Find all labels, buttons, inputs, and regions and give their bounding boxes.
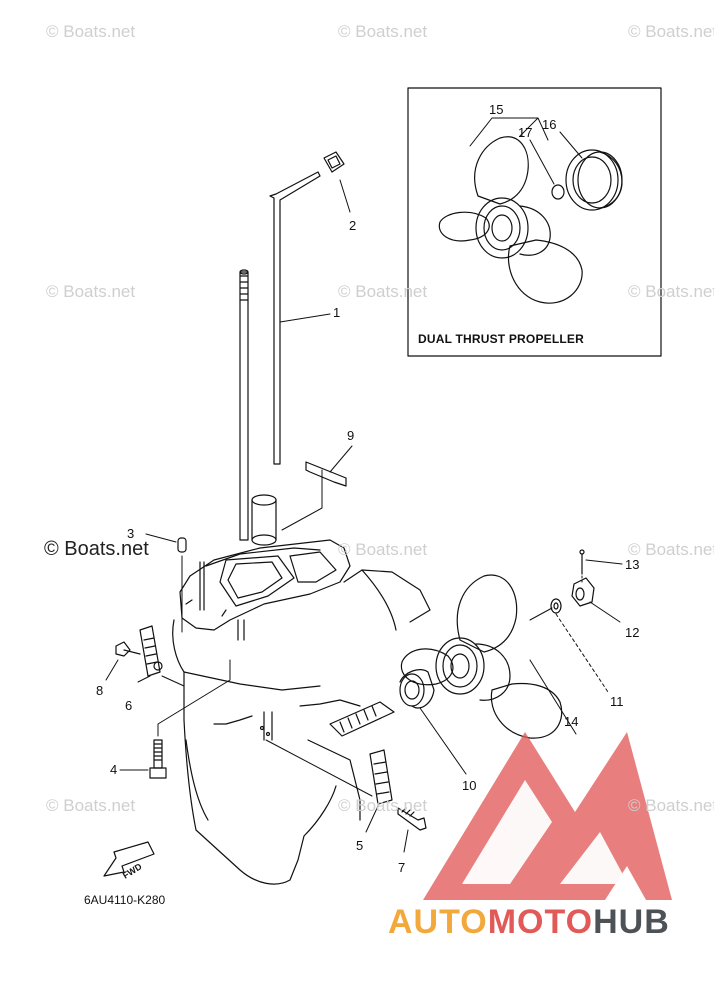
callout-5: 5	[356, 838, 364, 853]
diagram-code: 6AU4110-K280	[84, 893, 166, 907]
propeller-shaft	[329, 701, 395, 737]
bolt-4	[149, 739, 167, 779]
watermark: © Boats.net	[628, 282, 714, 301]
bolt-8	[115, 641, 141, 657]
dowel-pin	[177, 537, 187, 553]
inset-propeller	[438, 136, 583, 304]
lower-casing	[172, 539, 431, 885]
callout-11: 11	[610, 694, 624, 709]
callout-15: 15	[489, 102, 504, 117]
screw-7	[397, 807, 427, 831]
cotter-pin	[579, 549, 585, 575]
fwd-arrow	[103, 841, 155, 877]
callout-8: 8	[96, 683, 104, 698]
watermark: © Boats.net	[338, 22, 428, 41]
watermark: © Boats.net	[628, 22, 714, 41]
callout-9: 9	[347, 428, 355, 443]
seal-9	[305, 461, 347, 487]
drive-shaft	[239, 269, 249, 541]
brand-part-moto: MOTO	[487, 903, 594, 941]
callout-6: 6	[125, 698, 133, 713]
callout-10: 10	[462, 778, 477, 793]
nut-12	[571, 577, 595, 607]
callout-12: 12	[625, 625, 640, 640]
callout-4: 4	[110, 762, 118, 777]
watermark: © Boats.net	[338, 796, 428, 815]
watermark: © Boats.net	[338, 282, 428, 301]
automotohub-wordmark: AUTOMOTOHUB	[388, 903, 670, 942]
watermark: © Boats.net	[46, 22, 136, 41]
anode-5	[369, 749, 393, 805]
callout-7: 7	[398, 860, 406, 875]
callout-2: 2	[349, 218, 357, 233]
washer-11	[550, 598, 562, 614]
callout-14: 14	[564, 714, 579, 729]
watermark: © Boats.net	[46, 796, 136, 815]
watermark: © Boats.net	[628, 540, 714, 559]
inset-washer	[551, 184, 565, 200]
anode-6	[139, 625, 163, 677]
callout-17: 17	[518, 125, 533, 140]
grommet	[323, 151, 345, 173]
inset-title: DUAL THRUST PROPELLER	[418, 332, 584, 346]
callout-3: 3	[127, 526, 135, 541]
watermark: © Boats.net	[338, 540, 428, 559]
brand-part-hub: HUB	[593, 903, 670, 941]
water-tube	[269, 171, 321, 465]
callout-13: 13	[625, 557, 640, 572]
callout-1: 1	[333, 305, 341, 320]
callout-16: 16	[542, 117, 557, 132]
tube-seal	[251, 494, 277, 546]
brand-part-auto: AUTO	[388, 903, 488, 941]
watermark-prominent: © Boats.net	[44, 538, 149, 560]
watermark: © Boats.net	[46, 282, 136, 301]
watermark: © Boats.net	[628, 796, 714, 815]
inset-box	[407, 87, 662, 357]
propeller-14	[400, 574, 563, 739]
inset-thrust-holder	[565, 149, 623, 211]
